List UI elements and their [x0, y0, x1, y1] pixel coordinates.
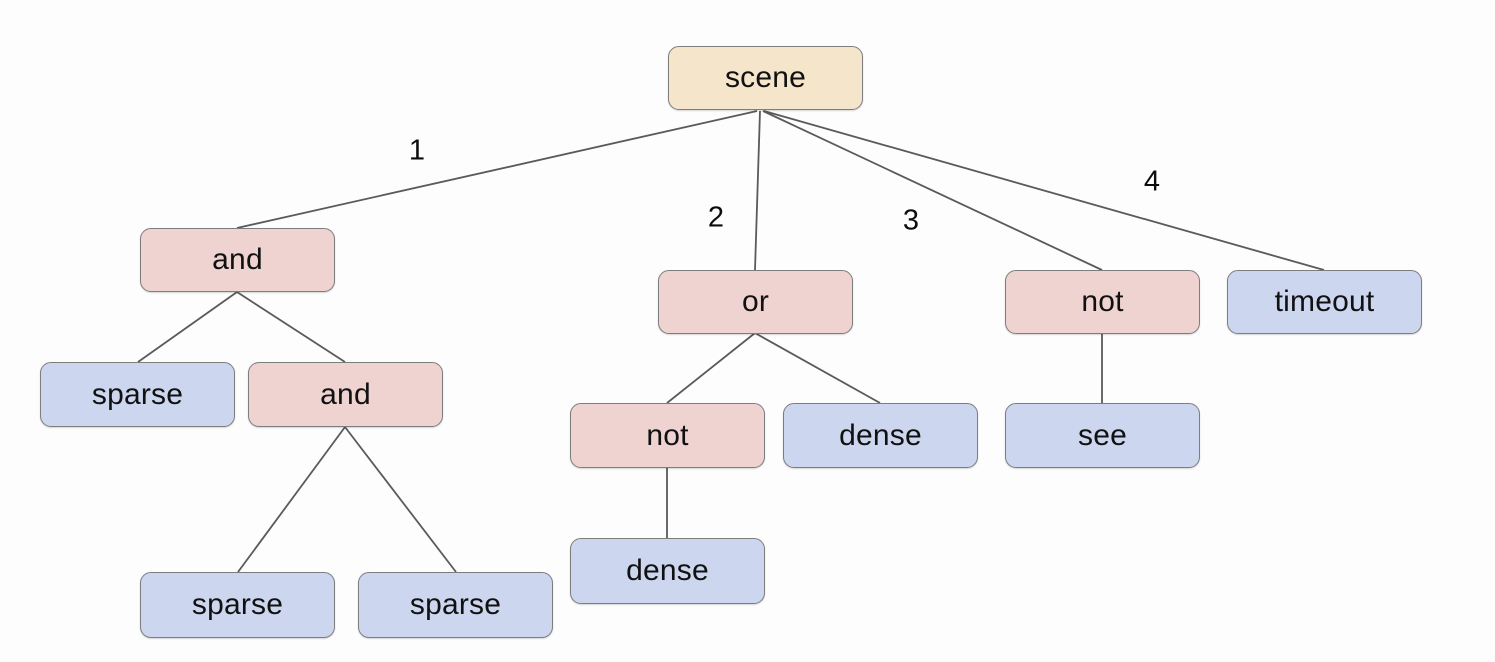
- edge-and1-to-sparse1: [137, 291, 238, 363]
- node-label: or: [741, 285, 770, 318]
- node-label: dense: [839, 418, 922, 452]
- edge-label-2: 2: [707, 201, 725, 234]
- node-label: timeout: [1274, 285, 1375, 318]
- node-see1[interactable]: see: [1005, 403, 1200, 468]
- edge-scene-to-timeout1: [763, 110, 1325, 271]
- edge-label-1: 1: [408, 134, 426, 167]
- node-not1[interactable]: not: [1005, 270, 1200, 334]
- node-label: sparse: [91, 377, 184, 411]
- node-or1[interactable]: or: [658, 270, 853, 334]
- node-sparse3[interactable]: sparse: [358, 572, 553, 638]
- node-not2[interactable]: not: [570, 403, 765, 468]
- edge-and2-to-sparse3: [344, 426, 457, 573]
- node-dense1[interactable]: dense: [783, 403, 978, 468]
- node-label: dense: [626, 554, 709, 587]
- node-timeout1[interactable]: timeout: [1227, 270, 1422, 334]
- node-scene[interactable]: scene: [668, 46, 863, 110]
- node-label: see: [1078, 418, 1127, 452]
- edge-label-3: 3: [902, 204, 920, 237]
- node-label: sparse: [409, 588, 502, 621]
- node-and2[interactable]: and: [248, 362, 443, 427]
- node-label: and: [212, 243, 263, 276]
- edge-scene-to-not1: [762, 110, 1103, 271]
- node-and1[interactable]: and: [140, 228, 335, 292]
- node-label: not: [646, 418, 689, 452]
- edge-scene-to-or1: [754, 110, 761, 271]
- edge-label-4: 4: [1143, 165, 1161, 198]
- node-dense2[interactable]: dense: [570, 538, 765, 604]
- node-label: scene: [724, 61, 807, 94]
- edge-and2-to-sparse2: [237, 426, 346, 573]
- edge-scene-to-and1: [236, 110, 758, 229]
- node-sparse1[interactable]: sparse: [40, 362, 235, 427]
- node-label: and: [320, 377, 371, 411]
- node-sparse2[interactable]: sparse: [140, 572, 335, 638]
- node-label: not: [1081, 285, 1124, 318]
- edge-or1-to-dense1: [754, 332, 881, 404]
- edge-and1-to-and2: [236, 291, 346, 363]
- edge-or1-to-not2: [666, 332, 756, 404]
- node-label: sparse: [191, 588, 284, 621]
